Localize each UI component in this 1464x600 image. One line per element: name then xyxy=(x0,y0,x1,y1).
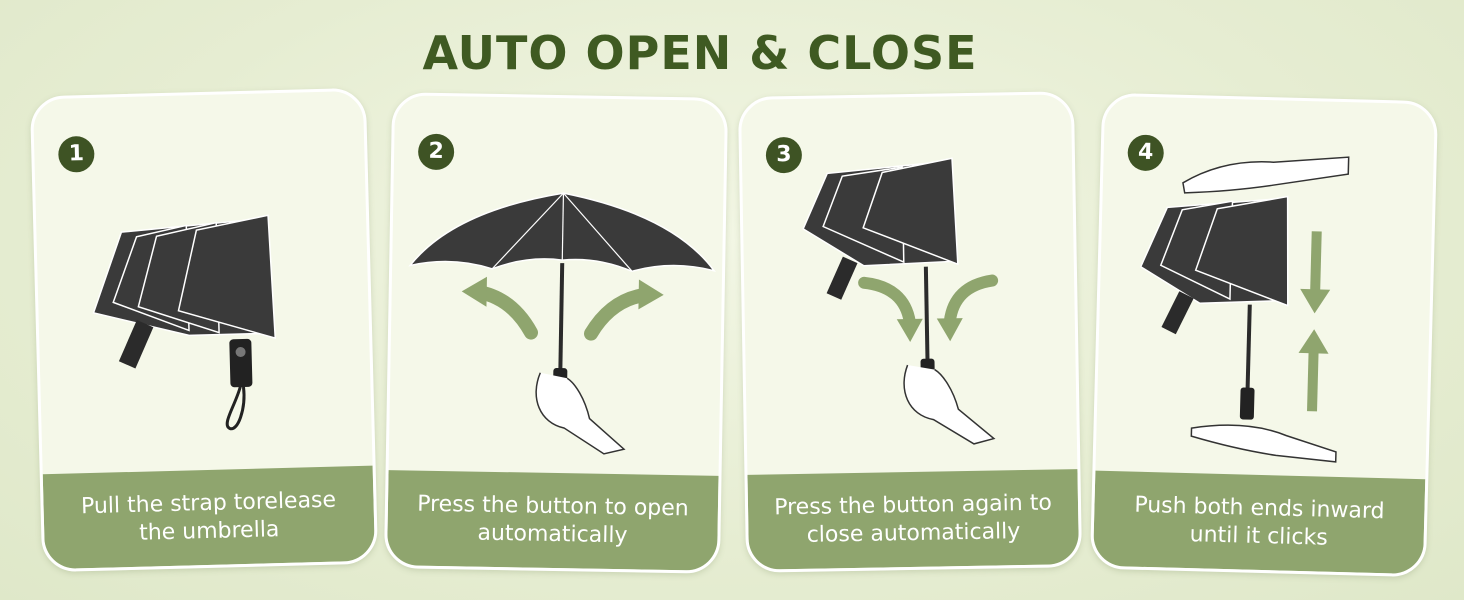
push-umbrella-hands-icon xyxy=(1139,156,1350,463)
step-caption: Press the button to open automatically xyxy=(386,470,719,571)
open-umbrella-hand-icon xyxy=(408,192,716,455)
step-caption: Pull the strap torelease the umbrella xyxy=(42,465,376,570)
step-caption: Press the button again to close automati… xyxy=(747,469,1080,570)
page-title: AUTO OPEN & CLOSE xyxy=(422,26,978,80)
step-card-4: 4 Push both ends inward until it clicks xyxy=(1089,92,1439,578)
folded-umbrella-with-strap-icon xyxy=(92,214,277,431)
step-card-2: 2 Press the button to open automatically xyxy=(383,92,729,574)
closing-umbrella-hand-icon xyxy=(802,157,999,445)
step-caption: Push both ends inward until it clicks xyxy=(1092,470,1426,575)
step-card-3: 3 Press the button again to close automa… xyxy=(737,91,1083,573)
step-card-1: 1 Pull the strap torelease the umbrella xyxy=(29,87,379,573)
